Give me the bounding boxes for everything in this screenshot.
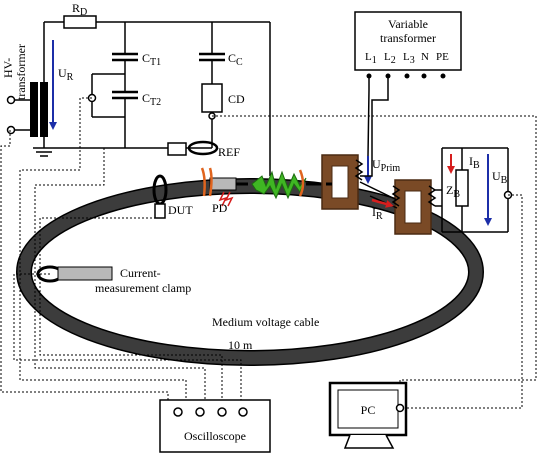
osc-channel-4: [238, 407, 248, 417]
uprim-label: U: [372, 157, 381, 171]
rd-branch: RD: [43, 1, 212, 82]
hv-transformer-label-2: transformer: [14, 44, 28, 100]
oscilloscope-label: Oscilloscope: [184, 429, 246, 443]
ib-label: I: [469, 154, 473, 168]
terminal-l3-label: L: [403, 51, 410, 63]
svg-text:ZB: ZB: [446, 183, 460, 200]
svg-text:RD: RD: [72, 1, 87, 18]
coupling-branch: CC CD: [199, 22, 245, 148]
svg-text:IB: IB: [469, 154, 480, 171]
svg-text:CT1: CT1: [142, 51, 161, 68]
svg-text:UPrim: UPrim: [372, 157, 400, 174]
svg-text:CT2: CT2: [142, 91, 161, 108]
pd-defect: PD: [212, 191, 234, 215]
svg-text:transformer: transformer: [14, 44, 28, 100]
cd-coupling-device: [201, 83, 223, 113]
svg-text:IR: IR: [372, 205, 383, 222]
svg-text:UB: UB: [492, 169, 508, 186]
clamp-label-1: Current-: [120, 266, 161, 280]
svg-text:L3: L3: [403, 51, 415, 66]
burden-circuit: IB ZB UB: [435, 147, 513, 233]
svg-text:CC: CC: [228, 51, 243, 68]
hv-input-terminal-2: [6, 125, 16, 135]
current-measurement-clamp: Current- measurement clamp: [36, 265, 191, 295]
cable-termination-left: [200, 167, 248, 197]
zb-impedance: [455, 169, 469, 207]
ir-label: I: [372, 205, 376, 219]
hv-transformer-core: [30, 82, 38, 137]
zb-label: Z: [446, 183, 453, 197]
svg-text:L2: L2: [384, 51, 396, 66]
transformer-core-1: [321, 154, 359, 210]
ref-sensor: REF: [167, 140, 240, 159]
variable-transformer-label-1: Variable: [388, 17, 428, 31]
svg-text:HV-: HV-: [1, 58, 15, 78]
osc-channel-3: [217, 407, 227, 417]
clamp-label-2: measurement clamp: [95, 281, 191, 295]
cable-label: Medium voltage cable: [212, 315, 319, 329]
terminal-l2-label: L: [384, 51, 391, 63]
measurement-wiring: [0, 97, 537, 416]
variable-transformer-label-2: transformer: [380, 31, 436, 45]
length-label: 10 m: [228, 338, 253, 352]
cd-label: CD: [228, 92, 245, 106]
hv-transformer-label-1: HV-: [1, 58, 15, 78]
terminal-l1-label: L: [365, 51, 372, 63]
ct2-label: C: [142, 91, 150, 105]
terminal-n-label: N: [421, 51, 429, 63]
ub-label: U: [492, 169, 501, 183]
pc-input-terminal: [395, 403, 405, 413]
osc-channel-2: [195, 407, 205, 417]
rd-label: R: [72, 1, 80, 15]
ur-voltage-arrow: UR: [49, 40, 74, 130]
cc-label: C: [228, 51, 236, 65]
pc-label: PC: [361, 403, 376, 417]
variable-transformer: Variable transformer L1 L2 L3 N PE: [354, 11, 462, 177]
hv-input-terminal-1: [6, 95, 16, 105]
ct-divider: CT1 CT2: [87, 22, 161, 148]
ur-label: U: [58, 66, 67, 80]
series-transformer: IR UPrim: [321, 154, 437, 235]
ref-clamp-ring: [187, 140, 219, 156]
ct1-label: C: [142, 51, 150, 65]
dut-label: DUT: [168, 203, 193, 217]
medium-voltage-cable: [16, 178, 484, 366]
svg-text:L1: L1: [365, 51, 377, 66]
hv-transformer: HV- transformer: [1, 44, 48, 137]
osc-channel-1: [173, 407, 183, 417]
ref-label: REF: [218, 145, 240, 159]
hv-transformer-core-2: [40, 82, 48, 137]
terminal-pe-label: PE: [436, 51, 449, 63]
oscilloscope: Oscilloscope: [159, 399, 271, 453]
pc: PC: [328, 381, 408, 449]
svg-text:UR: UR: [58, 66, 74, 83]
pd-label: PD: [212, 201, 228, 215]
